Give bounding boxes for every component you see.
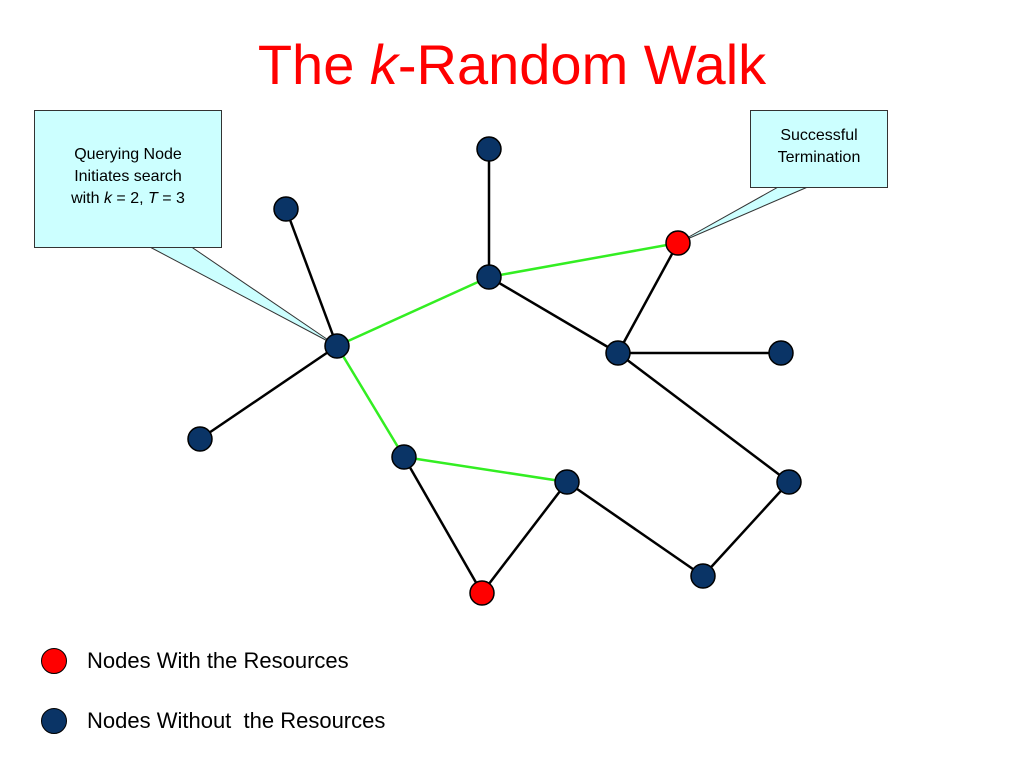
callout-line: with k = 2, T = 3 [71,190,185,207]
node-without-resources [476,136,502,162]
node-with-resources [665,230,691,256]
node-without-resources [554,469,580,495]
callout-line: Initiates search [74,168,182,185]
success-callout-pointer [677,185,811,244]
node-without-resources [273,196,299,222]
successful-termination-callout: Successful Termination [750,110,888,188]
walk-edge [403,455,568,484]
edge [566,480,704,578]
callout-line: Termination [777,149,861,166]
edge [488,275,619,355]
walk-edge [335,345,406,458]
walk-edge [336,275,490,348]
legend-item-without-resources: Nodes Without the Resources [41,706,385,736]
page-title: The k-Random Walk [257,33,767,96]
node-with-resources [469,580,495,606]
node-without-resources [187,426,213,452]
query-callout-pointer [147,245,338,347]
node-without-resources [768,340,794,366]
plain-edges [199,149,790,594]
callout-line: Successful [780,127,858,144]
querying-node [324,333,350,359]
red-node-icon [41,648,67,674]
walk-edge [488,241,679,279]
edge [402,456,484,594]
nodes [187,136,802,606]
node-without-resources [605,340,631,366]
node-without-resources [776,469,802,495]
edge [616,242,680,354]
legend-label: Nodes Without the Resources [87,708,386,733]
node-without-resources [690,563,716,589]
querying-node-callout: Querying Node Initiates search with k = … [34,110,222,248]
blue-node-icon [41,708,67,734]
edge [617,352,790,483]
callout-line: Querying Node [74,146,182,163]
node-without-resources [476,264,502,290]
legend-item-with-resources: Nodes With the Resources [41,646,349,676]
edge [702,481,790,577]
edge [199,344,338,441]
node-without-resources [391,444,417,470]
legend-label: Nodes With the Resources [87,648,349,673]
edge [481,481,568,594]
edge [284,208,339,347]
walk-edges [335,241,679,484]
